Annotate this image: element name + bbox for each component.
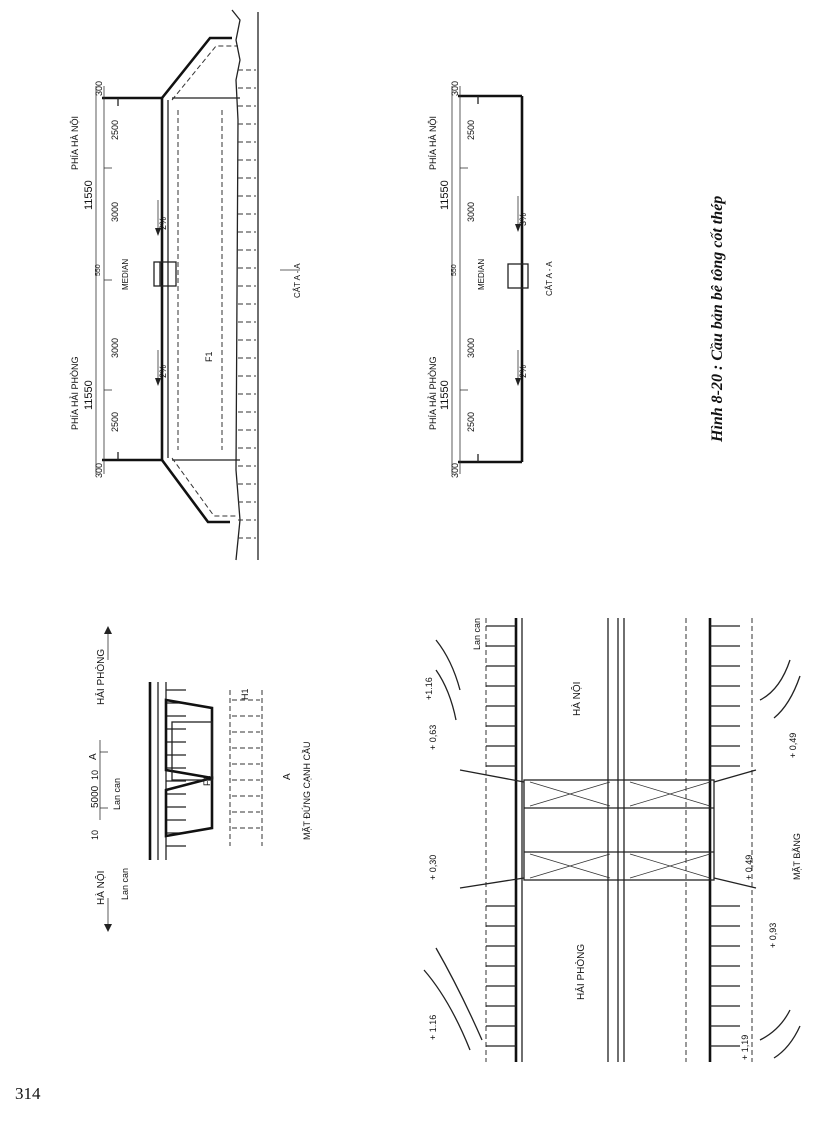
plan-label-top: HÀ NỘI [570,682,583,716]
dim-total-left-2: 11550 [439,380,451,410]
dim-sidewalk-left-2: 2500 [466,412,476,432]
side-label-right-2: PHÍA HÀ NỘI [428,116,438,170]
plan-view [423,618,801,1062]
median-label-2: MEDIAN [477,259,486,290]
section-mark-1: A [88,753,99,760]
direction-left: HÀ NỘI [94,871,107,905]
plan-railing-label: Lan can [472,618,482,650]
page-number: 314 [15,1084,41,1103]
pile-label-elev: F1 [202,775,212,786]
slope-right-2: 3% [518,213,528,226]
dim-curb-left-2: 300 [450,463,460,478]
side-label-left: PHÍA HẢI PHÒNG [69,356,80,430]
dim-curb-left: 300 [94,463,104,478]
median-label: MEDIAN [121,259,130,290]
dim-total-left: 11550 [83,380,95,410]
section-title-2: CẮT A - A [545,261,554,296]
dim-gap-left: 10 [90,830,100,840]
side-label-left-2: PHÍA HẢI PHÒNG [427,356,438,430]
elevation-title: MẶT ĐỨNG CẠNH CẦU [302,741,312,840]
cross-section-a-a-1 [95,9,300,561]
slope-left: 2% [158,365,168,378]
dim-gap-right: 10 [90,770,100,780]
plan-title: MẶT BẰNG [792,833,802,880]
dim-sidewalk-left: 2500 [110,412,120,432]
pile-label-f1: F1 [204,351,214,362]
dim-total-right-2: 11550 [439,180,451,210]
dim-span: 5000 [90,785,101,808]
railing-label-1: Lan can [112,778,122,810]
section-title: CẮT A - A [293,263,302,298]
dim-lane-right-2: 3000 [466,202,476,222]
dim-lane-right: 3000 [110,202,120,222]
dim-sidewalk-right-2: 2500 [466,120,476,140]
side-elevation [99,626,263,932]
side-label-right: PHÍA HÀ NỘI [70,116,80,170]
direction-right: HẢI PHÒNG [94,649,107,705]
plan-elev-7: + 1.16 [428,1015,438,1040]
plan-elev-5: + 0,49 [744,855,754,880]
railing-label-2: Lan can [120,868,130,900]
dim-total-right: 11550 [83,180,95,210]
slope-right: 2% [158,217,168,230]
plan-elev-3: + 0,49 [788,733,798,758]
slope-left-2: 2% [518,365,528,378]
section-mark-2: A [282,773,293,780]
dim-sidewalk-right: 2500 [110,120,120,140]
plan-elev-2: + 0,63 [428,725,438,750]
plan-elev-1: +1.16 [424,677,434,700]
dim-curb-right-2: 300 [450,81,460,96]
plan-label-bottom: HẢI PHÒNG [574,944,587,1000]
dim-lane-left: 3000 [110,338,120,358]
dim-median: 550 [95,264,102,276]
pile-label-h1: H1 [240,688,250,700]
dim-lane-left-2: 3000 [466,338,476,358]
plan-elev-4: + 0,30 [428,855,438,880]
dim-curb-right: 300 [94,81,104,96]
dim-median-2: 550 [451,264,458,276]
cross-section-a-a-2 [451,86,529,474]
figure-caption: Hình 8-20 : Cầu bản bê tông cốt thép [709,196,726,443]
plan-elev-6: + 0,93 [768,923,778,948]
plan-elev-8: + 1,19 [740,1035,750,1060]
